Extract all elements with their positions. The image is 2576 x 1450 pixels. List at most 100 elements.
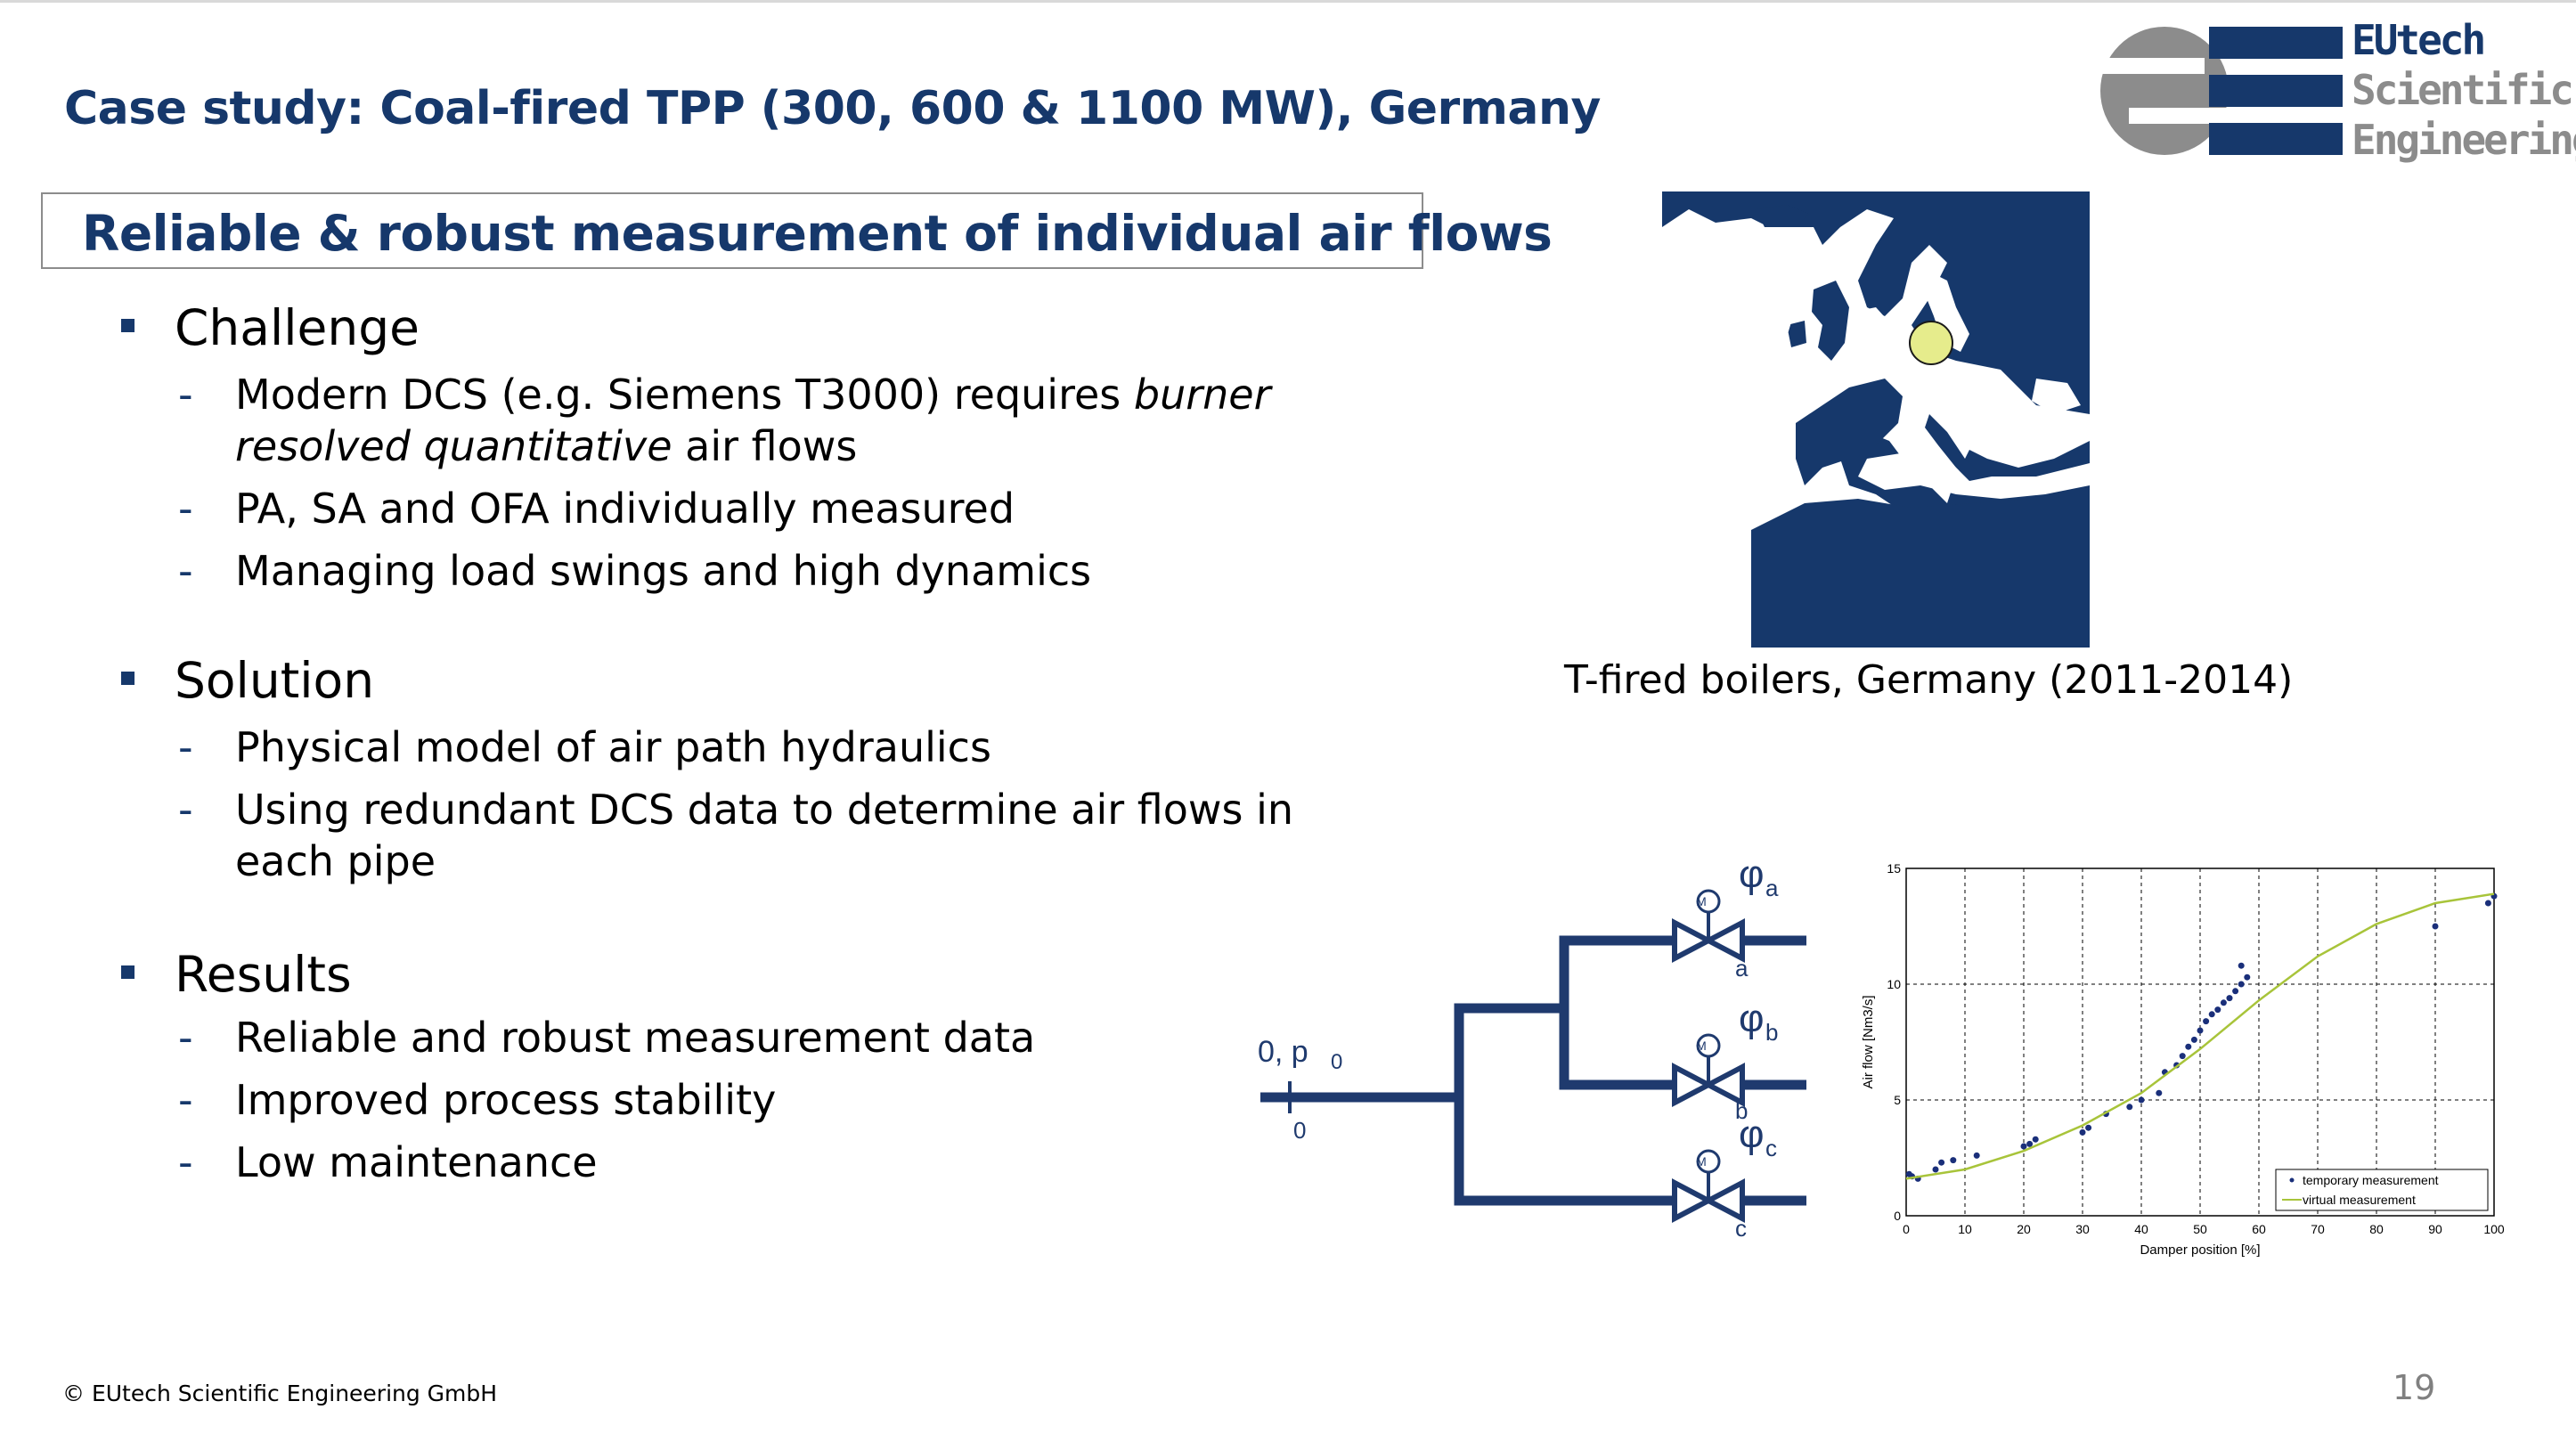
list-item-text: Modern DCS (e.g. Siemens T3000) requires… xyxy=(235,371,1271,419)
dash-icon: - xyxy=(178,1076,193,1124)
data-point xyxy=(1973,1152,1980,1159)
list-item-text: Using redundant DCS data to determine ai… xyxy=(235,786,1294,834)
logo-text-engineering: Engineering xyxy=(2352,116,2576,164)
y-tick-label: 15 xyxy=(1887,861,1901,876)
logo-text-scientific: Scientific xyxy=(2352,66,2574,114)
dash-icon: - xyxy=(178,786,193,834)
list-item-text: Improved process stability xyxy=(235,1076,777,1124)
data-point xyxy=(2226,995,2233,1002)
data-point xyxy=(2079,1128,2086,1136)
legend-label-points: temporary measurement xyxy=(2303,1173,2439,1187)
list-item-text: each pipe xyxy=(235,837,436,885)
air-path-diagram: 0, p 0 0 M M M a b c φ a φ b φ c xyxy=(1258,855,1806,1242)
data-point xyxy=(2026,1140,2034,1147)
page-title: Case study: Coal-fired TPP (300, 600 & 1… xyxy=(64,82,1601,135)
dash-icon: - xyxy=(178,547,193,595)
data-point xyxy=(1938,1159,1945,1166)
phi-symbol-a: φ xyxy=(1739,855,1765,896)
series-line-virtual xyxy=(1905,892,2495,1180)
motor-label-c: M xyxy=(1696,1154,1707,1169)
dash-icon: - xyxy=(178,1014,193,1062)
inlet-label-sub: 0 xyxy=(1331,1050,1342,1074)
data-point xyxy=(2185,1043,2192,1050)
list-item-text: Managing load swings and high dynamics xyxy=(235,547,1092,595)
data-point xyxy=(2432,923,2439,930)
eutech-logo xyxy=(2100,27,2343,155)
section-heading-text: Challenge xyxy=(175,299,420,356)
x-tick-label: 70 xyxy=(2311,1222,2325,1236)
data-point xyxy=(2214,1006,2221,1014)
data-point xyxy=(1950,1157,1957,1164)
bullet-square-icon xyxy=(121,319,135,332)
data-point xyxy=(1932,1166,1939,1173)
inlet-label: 0, p xyxy=(1258,1035,1308,1069)
y-tick-label: 0 xyxy=(1894,1209,1901,1223)
data-point xyxy=(2085,1124,2092,1131)
phi-sub-c: c xyxy=(1765,1135,1777,1161)
data-point xyxy=(2484,900,2491,907)
phi-symbol-c: φ xyxy=(1739,1112,1765,1156)
y-tick-label: 10 xyxy=(1887,977,1901,991)
phi-sub-b: b xyxy=(1765,1019,1778,1046)
data-point xyxy=(2190,1036,2197,1043)
valve-label-b: b xyxy=(1735,1097,1748,1124)
data-point xyxy=(2156,1089,2163,1096)
footer-copyright: © EUtech Scientific Engineering GmbH xyxy=(62,1381,498,1406)
data-point xyxy=(2238,981,2245,988)
x-tick-label: 20 xyxy=(2017,1222,2031,1236)
x-tick-label: 0 xyxy=(1903,1222,1910,1236)
logo-text-eutech: EUtech xyxy=(2352,16,2486,64)
dash-icon: - xyxy=(178,485,193,533)
chart-legend: temporary measurement virtual measuremen… xyxy=(2275,1169,2489,1211)
motor-label-b: M xyxy=(1696,1039,1707,1053)
motor-label-a: M xyxy=(1696,894,1707,908)
x-tick-label: 60 xyxy=(2252,1222,2266,1236)
plot-series xyxy=(1905,892,2498,1182)
valve-label-a: a xyxy=(1735,955,1749,982)
dash-icon: - xyxy=(178,723,193,771)
legend-marker-points xyxy=(2289,1177,2295,1183)
valve-b-icon xyxy=(1672,1033,1745,1107)
data-point xyxy=(2138,1096,2145,1104)
bullet-square-icon xyxy=(121,965,135,979)
section-heading-text: Solution xyxy=(175,652,375,709)
data-point xyxy=(2220,999,2227,1006)
data-point xyxy=(2232,988,2239,995)
section-heading-text: Results xyxy=(175,946,352,1003)
y-axis-label: Air flow [Nm3/s] xyxy=(1861,995,1876,1088)
map-caption: T-fired boilers, Germany (2011-2014) xyxy=(1564,657,2294,703)
dash-icon: - xyxy=(178,371,193,419)
phi-symbol-b: φ xyxy=(1739,997,1765,1040)
x-tick-label: 80 xyxy=(2369,1222,2384,1236)
list-item-text: PA, SA and OFA individually measured xyxy=(235,485,1015,533)
data-point xyxy=(2179,1053,2186,1060)
x-axis-label: Damper position [%] xyxy=(2140,1242,2260,1258)
data-point xyxy=(2238,962,2245,969)
y-tick-label: 5 xyxy=(1894,1093,1901,1107)
germany-marker-icon xyxy=(1909,321,1953,365)
x-tick-label: 40 xyxy=(2134,1222,2148,1236)
x-tick-label: 90 xyxy=(2428,1222,2442,1236)
valve-c-icon xyxy=(1672,1149,1745,1223)
x-tick-label: 100 xyxy=(2483,1222,2505,1236)
top-rule xyxy=(0,0,2576,3)
inlet-tick-label: 0 xyxy=(1293,1117,1306,1144)
data-point xyxy=(2203,1018,2210,1025)
x-tick-label: 30 xyxy=(2075,1222,2090,1236)
data-point xyxy=(2197,1027,2204,1034)
list-item-text: Reliable and robust measurement data xyxy=(235,1014,1036,1062)
list-item-text: Low maintenance xyxy=(235,1138,598,1186)
subtitle-box: Reliable & robust measurement of individ… xyxy=(41,192,1553,269)
dash-icon: - xyxy=(178,1138,193,1186)
bullet-square-icon xyxy=(121,672,135,685)
list-item-text: Physical model of air path hydraulics xyxy=(235,723,991,771)
phi-sub-a: a xyxy=(1765,875,1779,901)
valve-a-icon xyxy=(1672,889,1745,963)
page-number: 19 xyxy=(2393,1368,2436,1407)
list-item-text: resolved quantitative air flows xyxy=(235,422,858,470)
legend-box xyxy=(2275,1169,2489,1211)
data-point xyxy=(2032,1136,2039,1143)
subtitle: Reliable & robust measurement of individ… xyxy=(82,205,1553,262)
